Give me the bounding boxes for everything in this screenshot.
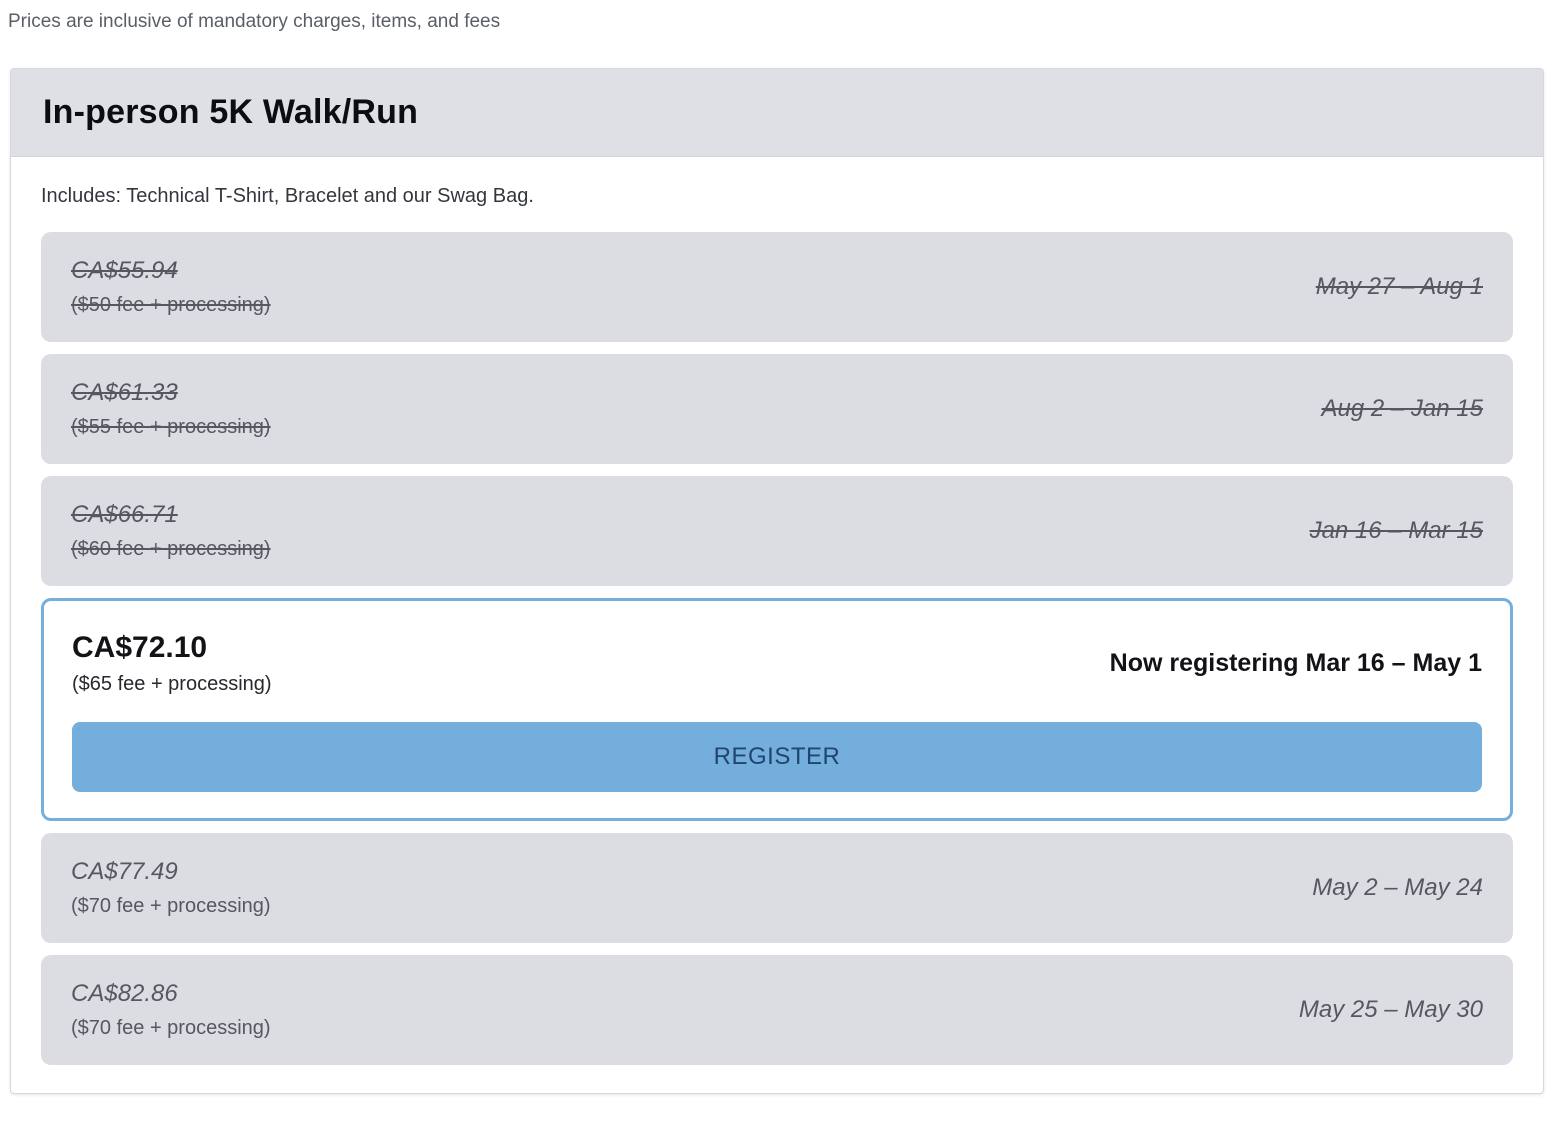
tier-price: CA$82.86 [71, 979, 178, 1007]
tier-fee: ($50 fee + processing) [71, 293, 271, 316]
tier-price: CA$66.71 [71, 500, 178, 528]
tier-price-block: CA$61.33 ($55 fee + processing) [71, 379, 271, 439]
tier-dates: May 27 – Aug 1 [1315, 272, 1483, 300]
tier-fee: ($65 fee + processing) [72, 672, 272, 695]
tier-fee: ($70 fee + processing) [71, 894, 271, 917]
tier-fee: ($70 fee + processing) [71, 1016, 271, 1039]
tier-price-block: CA$66.71 ($60 fee + processing) [71, 501, 271, 561]
tier-price-block: CA$55.94 ($50 fee + processing) [71, 257, 271, 317]
tier-price: CA$55.94 [71, 256, 178, 284]
tier-price-block: CA$82.86 ($70 fee + processing) [71, 980, 271, 1040]
tier-price-block: CA$72.10 ($65 fee + processing) [72, 631, 272, 696]
event-title: In-person 5K Walk/Run [43, 92, 419, 131]
card-header: In-person 5K Walk/Run [11, 68, 1543, 157]
tier-price: CA$72.10 [72, 630, 208, 664]
prices-note: Prices are inclusive of mandatory charge… [8, 11, 501, 32]
tier-dates: Aug 2 – Jan 15 [1321, 394, 1483, 422]
active-tier-info: CA$72.10 ($65 fee + processing) Now regi… [72, 631, 1482, 696]
tier-dates: May 2 – May 24 [1312, 873, 1483, 901]
includes-text: Includes: Technical T-Shirt, Bracelet an… [41, 184, 534, 207]
pricing-tier-row-active: CA$72.10 ($65 fee + processing) Now regi… [41, 597, 1513, 821]
pricing-tier-row-past-1: CA$55.94 ($50 fee + processing) May 27 –… [41, 231, 1513, 342]
now-registering-dates: Now registering Mar 16 – May 1 [1109, 648, 1482, 677]
tier-price: CA$77.49 [71, 857, 178, 885]
pricing-tier-row-future-1: CA$77.49 ($70 fee + processing) May 2 – … [41, 832, 1513, 943]
pricing-tier-row-past-2: CA$61.33 ($55 fee + processing) Aug 2 – … [41, 353, 1513, 464]
tier-fee: ($55 fee + processing) [71, 415, 271, 438]
tier-dates: Jan 16 – Mar 15 [1309, 516, 1483, 544]
pricing-tier-row-future-2: CA$82.86 ($70 fee + processing) May 25 –… [41, 954, 1513, 1065]
register-button[interactable]: REGISTER [72, 721, 1482, 792]
tier-price-block: CA$77.49 ($70 fee + processing) [71, 858, 271, 918]
event-pricing-card: In-person 5K Walk/Run Includes: Technica… [10, 67, 1544, 1094]
pricing-tier-row-past-3: CA$66.71 ($60 fee + processing) Jan 16 –… [41, 475, 1513, 586]
tier-fee: ($60 fee + processing) [71, 537, 271, 560]
tier-dates: May 25 – May 30 [1298, 995, 1483, 1023]
tier-price: CA$61.33 [71, 378, 178, 406]
card-body: Includes: Technical T-Shirt, Bracelet an… [11, 157, 1543, 1093]
